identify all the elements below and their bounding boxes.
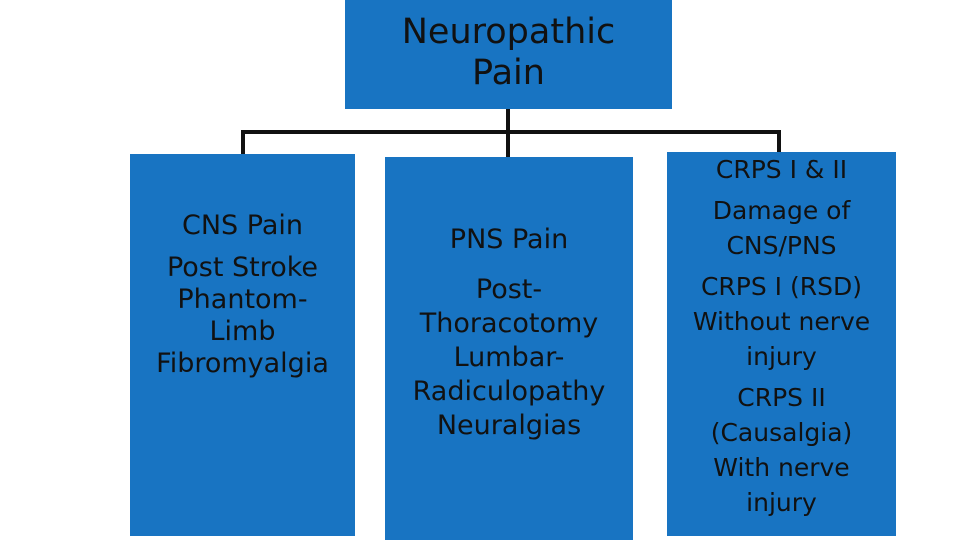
root-title-line-2: Pain: [472, 52, 545, 93]
root-node-neuropathic-pain: Neuropathic Pain: [345, 0, 672, 109]
branch-item: With nerve: [713, 453, 850, 482]
branch-item: Thoracotomy: [419, 308, 599, 339]
branch-item: Neuralgias: [436, 410, 582, 441]
branch-item: CRPS II: [737, 383, 826, 412]
branch-item: CRPS I (RSD): [700, 272, 863, 301]
branch-node-crps: CRPS I & II Damage of CNS/PNS CRPS I (RS…: [667, 152, 896, 536]
branch-item: Fibromyalgia: [156, 348, 329, 379]
branch-node-cns-pain: CNS Pain Post Stroke Phantom- Limb Fibro…: [130, 154, 355, 536]
branch-item: CNS/PNS: [726, 231, 837, 260]
branch-item: injury: [746, 342, 817, 371]
root-title-line-1: Neuropathic: [401, 11, 616, 52]
branch-heading-crps: CRPS I & II: [715, 155, 848, 184]
branch-item: injury: [746, 488, 817, 517]
branch-heading-pns: PNS Pain: [449, 224, 569, 255]
branch-item: Limb: [209, 316, 276, 347]
branch-item: Lumbar-: [453, 342, 565, 373]
branch-item: (Causalgia): [710, 418, 853, 447]
branch-item: Damage of: [712, 196, 851, 225]
branch-item: Phantom-: [177, 284, 308, 315]
branch-item: Post-: [475, 274, 543, 305]
branch-item: Post Stroke: [166, 252, 319, 283]
branch-node-pns-pain: PNS Pain Post- Thoracotomy Lumbar- Radic…: [385, 157, 633, 540]
branch-item: Radiculopathy: [412, 376, 606, 407]
branch-item: Without nerve: [692, 307, 871, 336]
branch-heading-cns: CNS Pain: [182, 210, 303, 241]
